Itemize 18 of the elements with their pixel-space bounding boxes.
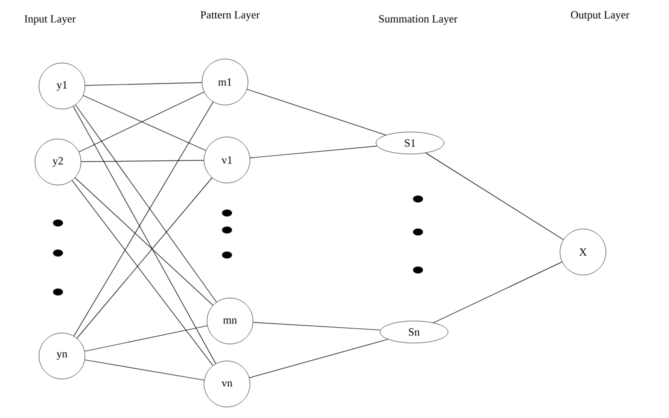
connection-line	[84, 325, 208, 352]
connection-line	[72, 180, 214, 366]
layer-heading: Output Layer	[570, 11, 630, 21]
layer-heading: Pattern Layer	[200, 11, 260, 21]
connection-line	[246, 88, 386, 136]
connection-line	[425, 152, 564, 240]
layer-heading: Summation Layer	[379, 15, 458, 25]
connection-line	[74, 177, 214, 306]
connection-line	[433, 262, 562, 324]
connection-line	[252, 322, 381, 330]
connection-line	[249, 338, 388, 378]
connection-line	[76, 177, 212, 339]
connection-line	[84, 82, 202, 86]
connection-line	[84, 360, 204, 380]
connection-line	[75, 104, 217, 302]
connection-line	[80, 160, 204, 162]
layer-heading: Input Layer	[24, 15, 76, 25]
connection-line	[250, 146, 378, 158]
